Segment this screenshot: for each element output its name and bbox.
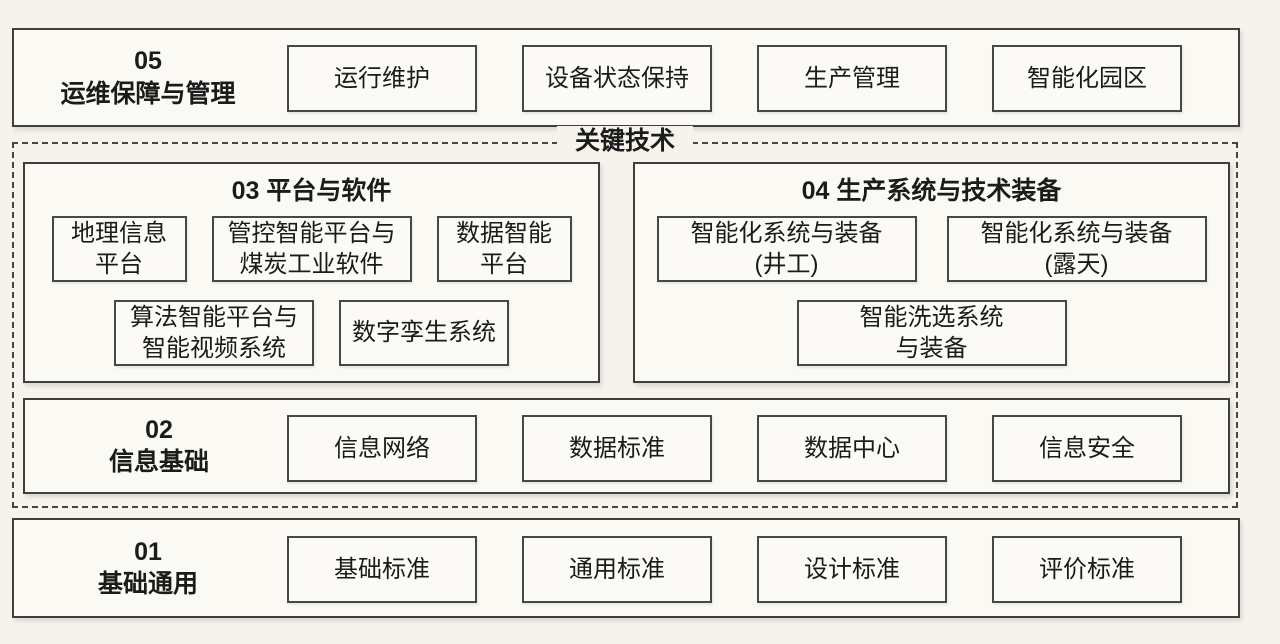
item-label: 与装备 <box>895 335 968 362</box>
item-algorithm-platform-video-system: 算法智能平台与 智能视频系统 <box>114 300 314 366</box>
item-label: 信息安全 <box>1039 434 1135 462</box>
item-label: 设计标准 <box>804 555 900 583</box>
row-01-label: 01 基础通用 <box>14 520 282 616</box>
section-03-platform-software: 03 平台与软件 地理信息 平台 管控智能平台与 煤炭工业软件 数据智能 平台 … <box>23 162 600 383</box>
item-operation-maintenance: 运行维护 <box>287 45 477 112</box>
item-data-standard: 数据标准 <box>522 415 712 482</box>
item-label: 基础标准 <box>334 555 430 583</box>
row-02-information-foundation: 02 信息基础 信息网络 数据标准 数据中心 信息安全 <box>23 398 1230 494</box>
item-label: 信息网络 <box>334 434 430 462</box>
key-technology-group: 关键技术 03 平台与软件 地理信息 平台 管控智能平台与 煤炭工业软件 数据智… <box>12 126 1238 508</box>
key-technology-label: 关键技术 <box>556 126 694 158</box>
item-information-security: 信息安全 <box>992 415 1182 482</box>
item-production-management: 生产管理 <box>757 45 947 112</box>
item-underground-systems-equipment: 智能化系统与装备 (井工) <box>656 216 917 282</box>
item-label: 煤炭工业软件 <box>239 251 384 278</box>
item-label: 智能化园区 <box>1027 64 1147 92</box>
section-03-row-2: 算法智能平台与 智能视频系统 数字孪生系统 <box>25 300 598 366</box>
item-label: (露天) <box>1044 251 1109 278</box>
item-label: 智能化系统与装备 <box>690 219 883 247</box>
section-03-title: 03 平台与软件 <box>231 177 392 205</box>
section-04-production-systems-equipment: 04 生产系统与技术装备 智能化系统与装备 (井工) 智能化系统与装备 (露天)… <box>633 162 1230 383</box>
item-label: (井工) <box>754 251 819 278</box>
item-data-intelligence-platform: 数据智能 平台 <box>436 216 572 282</box>
row-02-items: 信息网络 数据标准 数据中心 信息安全 <box>287 415 1182 482</box>
item-digital-twin-system: 数字孪生系统 <box>339 300 509 366</box>
row-05-operations-maintenance: 05 运维保障与管理 运行维护 设备状态保持 生产管理 智能化园区 <box>12 28 1240 127</box>
item-label: 算法智能平台与 <box>130 303 298 331</box>
row-01-code: 01 <box>134 537 162 566</box>
item-label: 管控智能平台与 <box>227 219 396 247</box>
item-label: 评价标准 <box>1039 555 1135 583</box>
item-control-platform-coal-industry-software: 管控智能平台与 煤炭工业软件 <box>211 216 412 282</box>
row-05-code: 05 <box>134 47 162 75</box>
item-label: 平台 <box>95 251 143 278</box>
item-label: 数据中心 <box>804 434 900 462</box>
row-05-title: 运维保障与管理 <box>60 79 236 108</box>
row-02-code: 02 <box>145 415 173 444</box>
item-data-center: 数据中心 <box>757 415 947 482</box>
row-05-label: 05 运维保障与管理 <box>14 30 282 125</box>
item-gis-platform: 地理信息 平台 <box>51 216 187 282</box>
item-equipment-status-keeping: 设备状态保持 <box>522 45 712 112</box>
item-label: 数字孪生系统 <box>352 319 496 347</box>
section-03-row-1: 地理信息 平台 管控智能平台与 煤炭工业软件 数据智能 平台 <box>25 216 598 282</box>
item-label: 运行维护 <box>334 64 430 92</box>
section-04-title: 04 生产系统与技术装备 <box>801 177 1062 205</box>
item-evaluation-standard: 评价标准 <box>992 536 1182 603</box>
item-label: 平台 <box>480 251 528 278</box>
section-04-row-1: 智能化系统与装备 (井工) 智能化系统与装备 (露天) <box>635 216 1228 282</box>
item-label: 智能化系统与装备 <box>980 219 1173 247</box>
row-05-items: 运行维护 设备状态保持 生产管理 智能化园区 <box>287 45 1182 112</box>
row-02-title: 信息基础 <box>108 448 209 476</box>
row-02-label: 02 信息基础 <box>25 400 293 492</box>
item-label: 通用标准 <box>569 555 665 583</box>
item-intelligent-park: 智能化园区 <box>992 45 1182 112</box>
row-01-basic-general: 01 基础通用 基础标准 通用标准 设计标准 评价标准 <box>12 518 1240 618</box>
row-01-items: 基础标准 通用标准 设计标准 评价标准 <box>287 536 1182 603</box>
item-label: 设备状态保持 <box>545 64 689 92</box>
section-04-row-2: 智能洗选系统 与装备 <box>635 300 1228 366</box>
item-label: 生产管理 <box>804 64 900 92</box>
item-basic-standard: 基础标准 <box>287 536 477 603</box>
item-label: 数据智能 <box>456 219 552 247</box>
item-label: 智能洗选系统 <box>859 303 1004 331</box>
item-information-network: 信息网络 <box>287 415 477 482</box>
item-design-standard: 设计标准 <box>757 536 947 603</box>
item-label: 数据标准 <box>569 434 665 462</box>
item-general-standard: 通用标准 <box>522 536 712 603</box>
item-label: 地理信息 <box>71 219 167 247</box>
item-label: 智能视频系统 <box>142 335 286 362</box>
item-intelligent-washing-systems-equipment: 智能洗选系统 与装备 <box>796 300 1067 366</box>
row-01-title: 基础通用 <box>97 570 198 598</box>
item-open-pit-systems-equipment: 智能化系统与装备 (露天) <box>946 216 1207 282</box>
